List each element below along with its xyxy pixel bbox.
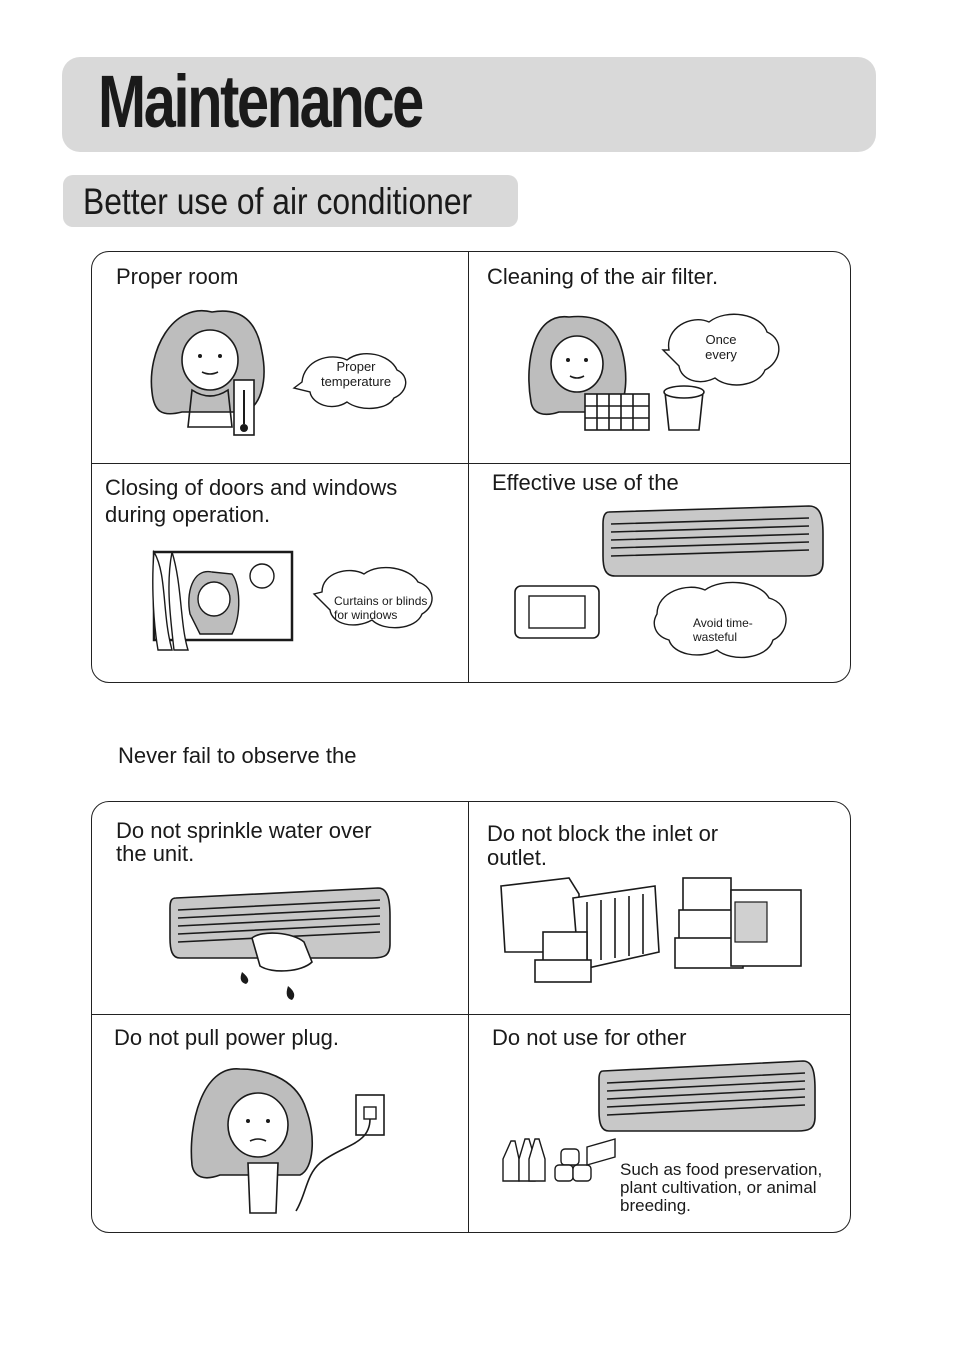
tips-panel: Proper room Proper temperature Cleaning … (91, 251, 851, 683)
bubble-line-2: for windows (334, 608, 398, 622)
title-band: Maintenance (62, 57, 876, 152)
panel-divider-vertical (468, 252, 469, 682)
bubble-line-2: every (705, 347, 737, 362)
panel-divider-horizontal (92, 1014, 850, 1015)
tip-heading: Cleaning of the air filter. (487, 264, 719, 289)
tip-cleaning-filter: Cleaning of the air filter. Once every (469, 252, 850, 463)
usage-note-line-2: plant cultivation, or animal (620, 1178, 817, 1197)
tip-proper-room: Proper room Proper temperature (92, 252, 468, 463)
tip-effective-use: Effective use of the Avoid time- wastefu… (469, 464, 850, 682)
girl-pulling-plug-illustration (190, 1068, 385, 1214)
tip-heading: Effective use of the (492, 470, 679, 495)
subtitle-band: Better use of air conditioner (63, 175, 518, 227)
rule-heading-line-1: Do not sprinkle water over (116, 818, 372, 843)
ac-with-food-illustration (502, 1060, 816, 1182)
girl-cleaning-filter-illustration (528, 313, 780, 431)
bubble-line-2: temperature (320, 374, 392, 389)
rule-no-water: Do not sprinkle water over the unit. (92, 802, 468, 1014)
tip-heading: Proper room (116, 264, 239, 289)
bubble-line-1: Avoid time- (693, 616, 753, 630)
window-with-curtains-illustration (152, 549, 433, 651)
usage-note-line-3: breeding. (620, 1196, 691, 1215)
rule-heading: Do not pull power plug. (114, 1025, 340, 1050)
bubble-line-1: Curtains or blinds (334, 594, 428, 608)
ac-with-water-illustration (169, 887, 391, 1000)
bubble-line-1: Proper (336, 359, 376, 374)
rules-panel: Do not sprinkle water over the unit. Do … (91, 801, 851, 1233)
panel-divider-horizontal (92, 463, 850, 464)
usage-note-line-1: Such as food preservation, (620, 1160, 823, 1179)
rule-no-other-use: Do not use for other Such as food preser… (469, 1015, 850, 1232)
blocked-units-illustration (500, 877, 802, 983)
rule-no-block: Do not block the inlet or outlet. (469, 802, 850, 1014)
rule-heading-line-1: Do not block the inlet or (487, 821, 719, 846)
section-subtitle: Better use of air conditioner (83, 181, 473, 222)
tip-heading-line-2: during operation. (105, 502, 271, 527)
rule-heading-line-2: outlet. (487, 845, 547, 870)
tip-closing-doors: Closing of doors and windows during oper… (92, 464, 468, 682)
tip-heading-line-1: Closing of doors and windows (105, 475, 398, 500)
page-title: Maintenance (98, 60, 424, 143)
bubble-line-2: wasteful (693, 630, 738, 644)
timer-and-ac-illustration (514, 505, 824, 659)
rule-no-pull: Do not pull power plug. (92, 1015, 468, 1232)
panel-divider-vertical (468, 802, 469, 1232)
rule-heading: Do not use for other (492, 1025, 687, 1050)
observe-label: Never fail to observe the (118, 743, 357, 768)
girl-with-thermometer-illustration (150, 309, 407, 436)
bubble-line-1: Once (705, 332, 737, 347)
rule-heading-line-2: the unit. (116, 841, 195, 866)
